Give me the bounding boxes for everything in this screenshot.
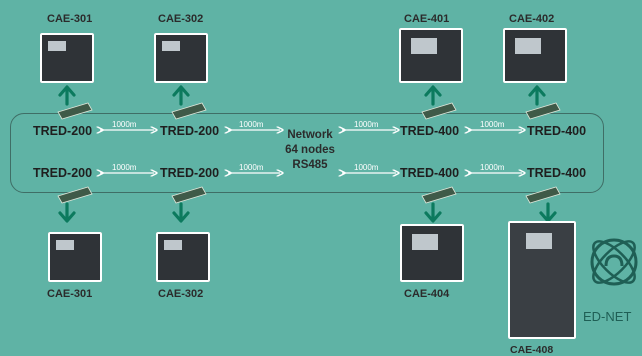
module-label-bottom-2: TRED-200 (160, 166, 220, 180)
module-label-top-3: TRED-400 (400, 124, 460, 138)
control-panel-top-4 (503, 28, 567, 83)
network-ring (10, 113, 604, 193)
control-panel-bottom-2 (156, 232, 210, 282)
top-panel-label-1: CAE-301 (47, 13, 93, 25)
distance-label: 1000m (239, 120, 264, 129)
network-title: Network (287, 129, 333, 141)
distance-label: 1000m (112, 163, 137, 172)
module-label-top-2: TRED-200 (160, 124, 220, 138)
bottom-panel-label-1: CAE-301 (47, 288, 93, 300)
distance-label: 1000m (239, 163, 264, 172)
bottom-panel-label-2: CAE-302 (158, 288, 204, 300)
distance-label: 1000m (480, 120, 505, 129)
network-nodes: 64 nodes (285, 144, 335, 156)
module-label-top-1: TRED-200 (33, 124, 93, 138)
control-panel-bottom-1 (48, 232, 102, 282)
control-panel-top-3 (399, 28, 463, 83)
bottom-panel-label-4: CAE-408 (510, 344, 554, 356)
module-label-top-4: TRED-400 (527, 124, 587, 138)
ed-net-logo-icon (590, 238, 638, 286)
arrow-up-icon (58, 85, 546, 106)
network-protocol: RS485 (292, 159, 328, 171)
control-panel-top-2 (154, 33, 208, 83)
distance-label: 1000m (354, 163, 379, 172)
top-panel-label-4: CAE-402 (509, 13, 555, 25)
module-label-bottom-4: TRED-400 (527, 166, 587, 180)
top-panel-label-3: CAE-401 (404, 13, 450, 25)
double-arrow-icon (100, 130, 522, 173)
control-panel-top-1 (40, 33, 94, 83)
module-label-bottom-1: TRED-200 (33, 166, 93, 180)
control-panel-bottom-3 (400, 224, 464, 282)
circuit-card-icon (57, 102, 561, 204)
top-panel-label-2: CAE-302 (158, 13, 204, 25)
bottom-panel-label-3: CAE-404 (404, 288, 450, 300)
distance-label: 1000m (480, 163, 505, 172)
brand-name: ED-NET (583, 309, 632, 324)
distance-label: 1000m (112, 120, 137, 129)
distance-label: 1000m (354, 120, 379, 129)
module-label-bottom-3: TRED-400 (400, 166, 460, 180)
control-panel-bottom-4 (508, 221, 576, 339)
network-label: Network 64 nodes RS485 (280, 128, 340, 173)
arrow-down-icon (58, 202, 557, 223)
